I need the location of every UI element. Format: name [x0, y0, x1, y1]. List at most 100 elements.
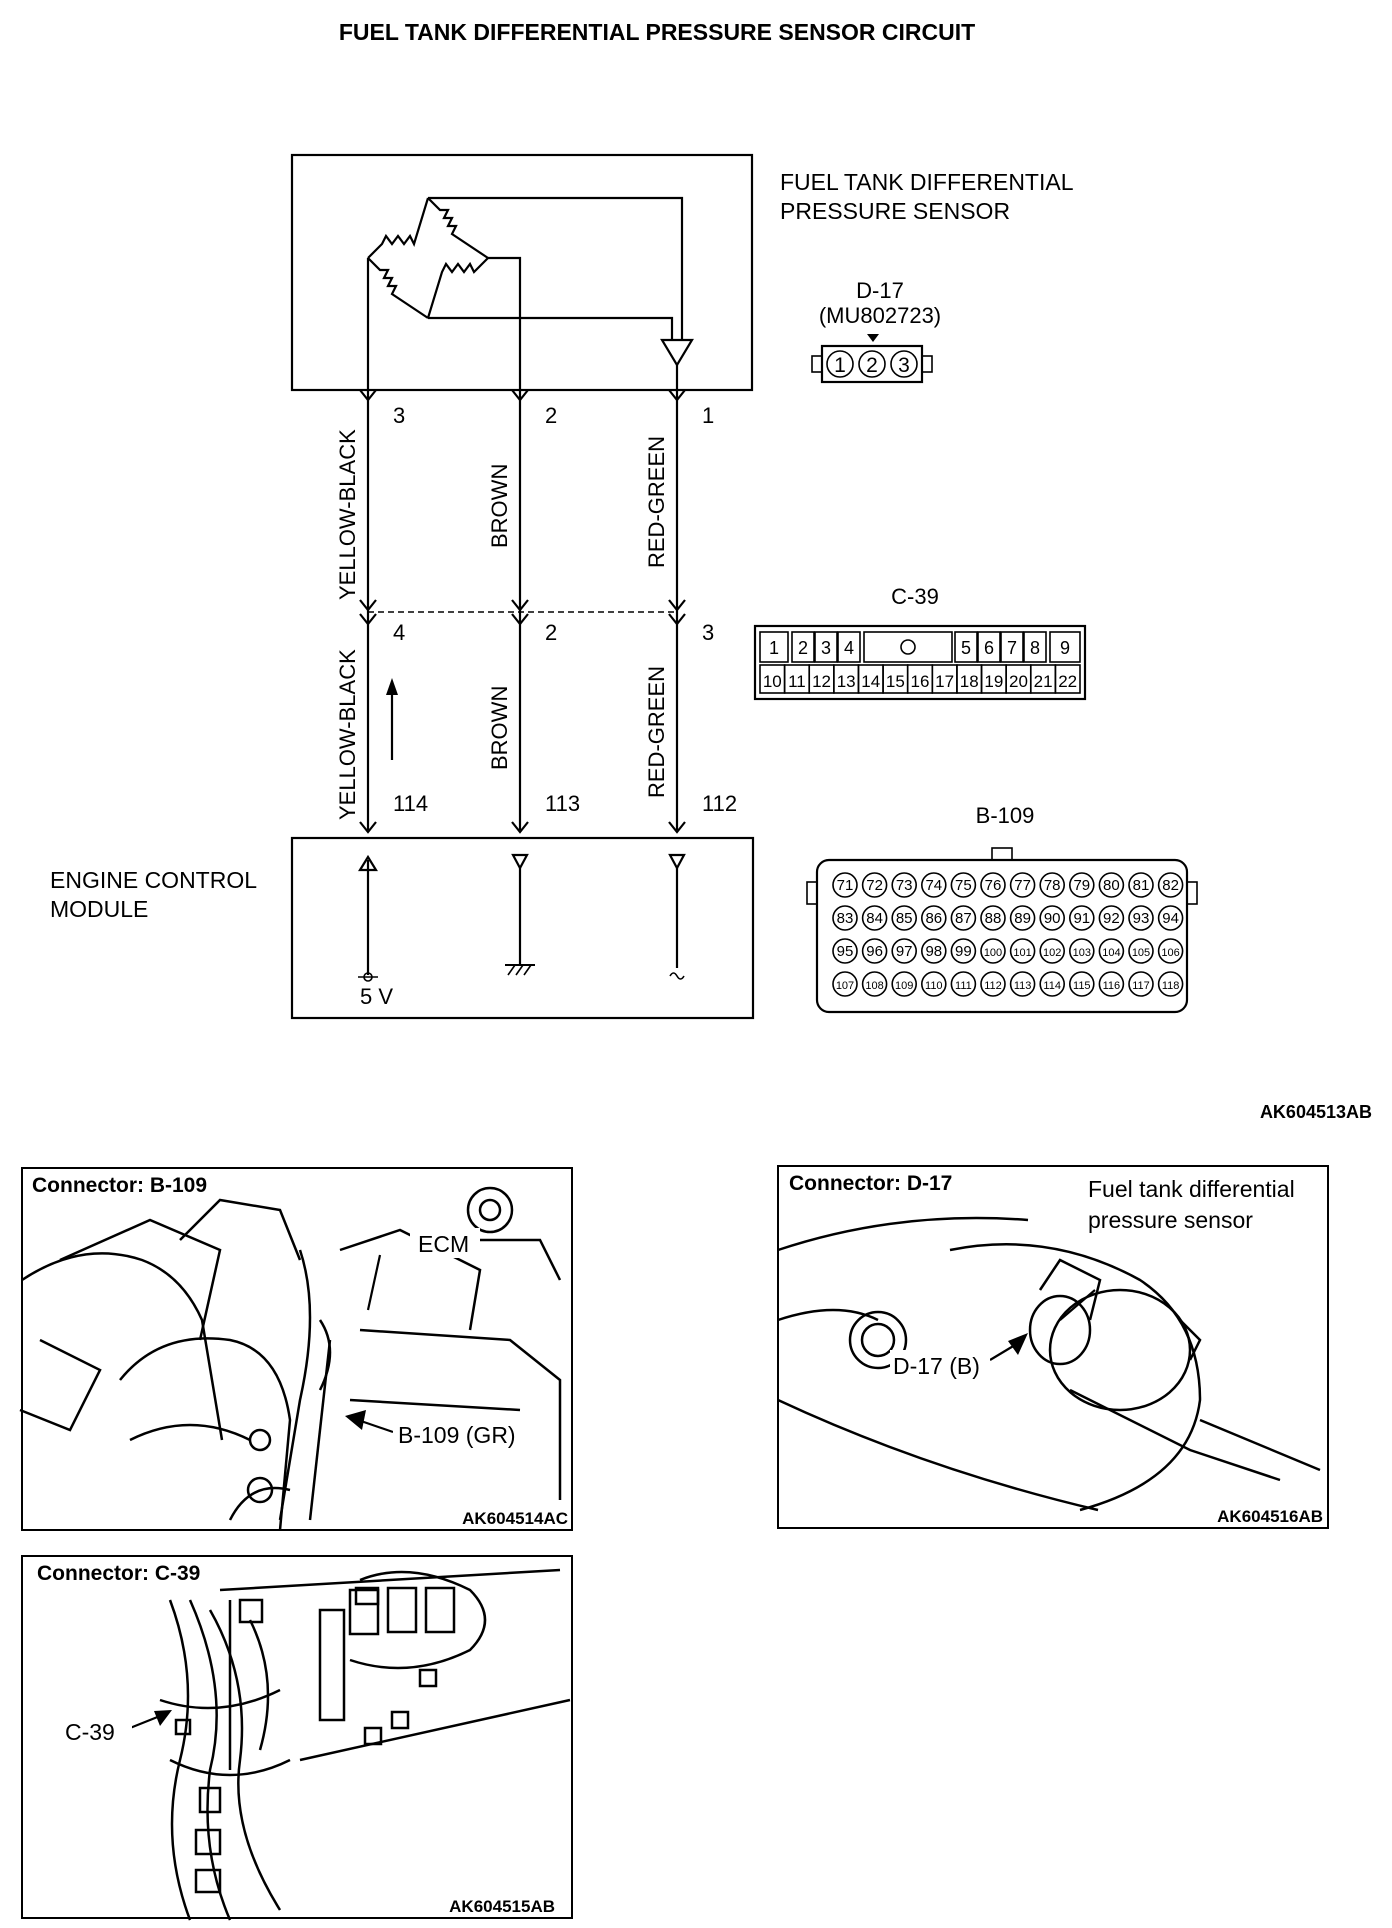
wire-color-red-green-lower: RED-GREEN — [644, 666, 669, 798]
b109-pin-number: 112 — [984, 980, 1002, 992]
c39-pin-cell — [837, 631, 861, 663]
b109-pin-number: 103 — [1073, 947, 1091, 959]
b109-pin-number: 86 — [925, 910, 942, 927]
c39-pin-number: 10 — [763, 672, 782, 691]
b109-pin-number: 74 — [925, 877, 942, 894]
b109-pin-number: 116 — [1103, 980, 1121, 992]
photo-b109-code: AK604514AC — [462, 1509, 568, 1528]
b109-pin — [950, 938, 977, 964]
b109-pin-number: 107 — [836, 980, 854, 992]
b109-pin-number: 85 — [896, 910, 913, 927]
b109-pin — [1069, 971, 1095, 997]
photo-d17-label-connector: D-17 (B) — [893, 1353, 980, 1379]
b109-pin — [1098, 971, 1125, 997]
b109-pin-number: 115 — [1073, 980, 1091, 992]
b109-pin — [920, 905, 947, 931]
b109-pin-number: 101 — [1013, 947, 1031, 959]
ecm-pin-114: 114 — [393, 791, 428, 816]
b109-pin-number: 110 — [925, 980, 943, 992]
b109-pin — [1069, 872, 1095, 898]
b109-pin — [1009, 971, 1036, 997]
ecm-voltage-label: 5 V — [360, 984, 393, 1009]
b109-pin — [1039, 971, 1065, 997]
d17-id: D-17 — [856, 278, 904, 303]
b109-pin-number: 71 — [837, 877, 854, 894]
b109-pin — [1157, 872, 1184, 898]
b109-pin-number: 82 — [1162, 877, 1179, 894]
c39-pin-number: 1 — [769, 638, 779, 658]
b109-pin — [832, 872, 858, 898]
b109-pin — [950, 971, 977, 997]
photo-d17-label-1: Fuel tank differential — [1088, 1176, 1295, 1202]
b109-pin-number: 94 — [1162, 910, 1179, 927]
c39-pin-number: 11 — [788, 672, 806, 691]
sensor-label-1: FUEL TANK DIFFERENTIAL — [780, 169, 1074, 195]
b109-pin-number: 118 — [1162, 980, 1180, 992]
b109-pin — [980, 905, 1006, 931]
b109-pin — [1009, 938, 1036, 964]
sensor-box — [290, 153, 754, 392]
wire-color-red-green-upper: RED-GREEN — [644, 436, 669, 568]
b109-pin-number: 76 — [985, 877, 1002, 894]
c39-pin-number: 3 — [821, 638, 831, 658]
c39-pin-cell — [791, 631, 815, 663]
b109-pin-number: 108 — [865, 980, 883, 992]
d17-pin-1: 1 — [834, 354, 846, 377]
c39-pin-3: 3 — [702, 620, 714, 645]
b109-pin — [1157, 971, 1184, 997]
c39-key-mark — [900, 639, 916, 655]
c39-pin-4: 4 — [393, 620, 405, 645]
b109-pin-number: 97 — [896, 943, 913, 960]
b109-pin-number: 81 — [1133, 877, 1150, 894]
c39-pin-cell — [1054, 664, 1081, 694]
b109-pin-number: 84 — [866, 910, 883, 927]
b109-pin — [1009, 872, 1036, 898]
c39-pin-number: 18 — [960, 672, 979, 691]
c39-pin-number: 8 — [1030, 638, 1040, 658]
ecm-label-1: ENGINE CONTROL — [50, 867, 257, 893]
sensor-label-2: PRESSURE SENSOR — [780, 198, 1010, 224]
b109-pin-number: 93 — [1133, 910, 1150, 927]
c39-pin-cell — [954, 631, 978, 663]
b109-pin — [1039, 872, 1065, 898]
b109-id: B-109 — [976, 803, 1035, 828]
photo-b109-title: Connector: B-109 — [32, 1174, 207, 1197]
d17-connector: D-17 (MU802723) 1 2 3 — [811, 278, 941, 384]
c39-pin-number: 13 — [837, 672, 856, 691]
b109-pin-number: 100 — [984, 947, 1002, 959]
b109-pin — [891, 872, 918, 898]
c39-pin-number: 12 — [812, 672, 831, 691]
wire-lines — [359, 389, 686, 834]
b109-pin-number: 109 — [895, 980, 913, 992]
b109-pin — [1098, 905, 1125, 931]
b109-pin — [980, 938, 1006, 964]
b109-pin — [832, 938, 858, 964]
b109-pin-number: 90 — [1044, 910, 1061, 927]
c39-pin-number: 4 — [844, 638, 854, 658]
c39-pin-number: 22 — [1058, 672, 1077, 691]
b109-pin-number: 105 — [1132, 947, 1150, 959]
b109-pin-number: 114 — [1043, 980, 1061, 992]
b109-pin — [1069, 938, 1095, 964]
d17-pin-2: 2 — [866, 354, 878, 377]
b109-pin-number: 88 — [985, 910, 1002, 927]
b109-pin — [891, 905, 918, 931]
wire-color-yellow-black-upper: YELLOW-BLACK — [335, 429, 360, 600]
c39-pin-cell — [977, 631, 1001, 663]
b109-pin — [861, 938, 888, 964]
sensor-pin-1: 1 — [702, 403, 714, 428]
b109-pin — [1128, 971, 1154, 997]
c39-pin-number: 20 — [1009, 672, 1028, 691]
b109-pin-number: 87 — [955, 910, 972, 927]
b109-pin-number: 78 — [1044, 877, 1061, 894]
c39-pin-number: 15 — [886, 672, 905, 691]
c39-pin-cell — [1049, 631, 1081, 663]
b109-pin — [1098, 938, 1125, 964]
b109-pin-number: 98 — [925, 943, 942, 960]
c39-pin-cell — [759, 631, 789, 663]
b109-pin-number: 96 — [866, 943, 883, 960]
b109-pin — [861, 971, 888, 997]
b109-pin — [891, 971, 918, 997]
